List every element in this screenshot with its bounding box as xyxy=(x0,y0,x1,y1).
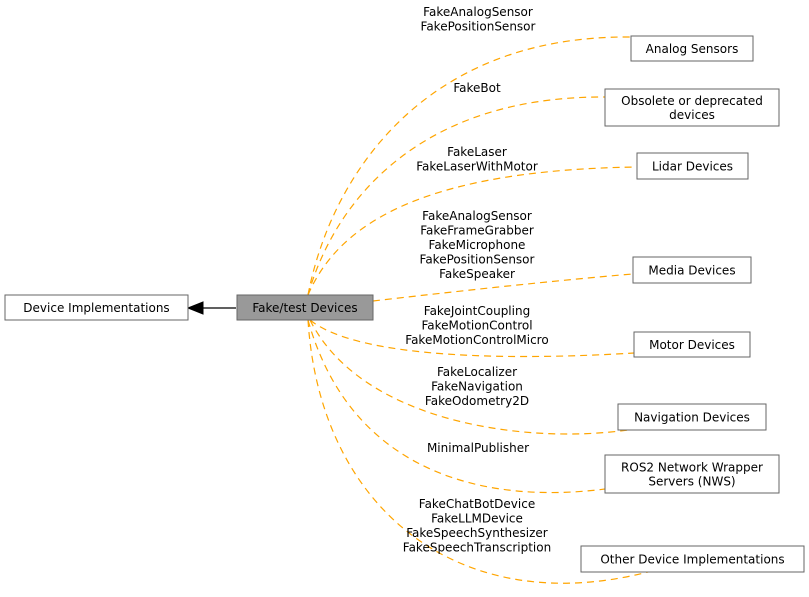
node-lidar-devices[interactable]: Lidar Devices xyxy=(636,152,749,180)
node-box[interactable] xyxy=(630,35,754,62)
edge-to-obsolete-or-deprecated-devices xyxy=(307,96,606,296)
edge-labels-layer: FakeAnalogSensorFakePositionSensorFakeBo… xyxy=(403,5,551,555)
group-edge-line xyxy=(309,319,629,435)
arrowhead-icon xyxy=(186,301,204,315)
edge-to-motor-devices xyxy=(309,319,635,358)
node-label: Lidar Devices xyxy=(652,160,733,174)
edge-to-analog-sensors xyxy=(307,36,632,296)
edge-label-motor-devices: FakeJointCouplingFakeMotionControlFakeMo… xyxy=(405,304,548,347)
member-label[interactable]: FakeAnalogSensor xyxy=(423,5,533,19)
node-motor-devices[interactable]: Motor Devices xyxy=(633,331,751,358)
node-label: ROS2 Network Wrapper xyxy=(621,461,763,475)
edge-to-navigation-devices xyxy=(309,319,629,435)
member-label[interactable]: FakeSpeechSynthesizer xyxy=(406,526,548,540)
edge-label-other-device-implementations: FakeChatBotDeviceFakeLLMDeviceFakeSpeech… xyxy=(403,497,551,555)
member-label[interactable]: FakeMotionControlMicro xyxy=(405,333,548,347)
group-edge-line xyxy=(372,273,634,302)
node-label: Fake/test Devices xyxy=(252,301,357,315)
node-navigation-devices[interactable]: Navigation Devices xyxy=(617,403,767,431)
node-analog-sensors[interactable]: Analog Sensors xyxy=(630,35,754,62)
edge-label-obsolete-or-deprecated-devices: FakeBot xyxy=(453,81,501,95)
member-label[interactable]: FakeMotionControl xyxy=(421,319,532,333)
node-box[interactable] xyxy=(636,152,749,180)
node-label: Servers (NWS) xyxy=(648,475,735,489)
node-box-current[interactable] xyxy=(236,294,374,321)
edge-current-to-parent xyxy=(186,301,236,315)
group-edge-line xyxy=(307,319,649,584)
member-label[interactable]: MinimalPublisher xyxy=(427,441,529,455)
node-label: Motor Devices xyxy=(649,338,735,352)
group-edge-line xyxy=(307,36,632,296)
node-fake-test-devices[interactable]: Fake/test Devices xyxy=(236,294,374,321)
node-label: Device Implementations xyxy=(23,301,169,315)
node-box[interactable] xyxy=(604,88,780,127)
node-label: Analog Sensors xyxy=(646,42,739,56)
node-box[interactable] xyxy=(4,294,189,321)
node-media-devices[interactable]: Media Devices xyxy=(632,256,752,284)
member-label[interactable]: FakeLaser xyxy=(447,145,507,159)
node-other-device-implementations[interactable]: Other Device Implementations xyxy=(580,545,805,573)
member-label[interactable]: FakeLLMDevice xyxy=(431,512,523,526)
member-label[interactable]: FakeBot xyxy=(453,81,501,95)
member-label[interactable]: FakeLocalizer xyxy=(437,365,517,379)
member-label[interactable]: FakePositionSensor xyxy=(420,253,535,267)
node-label: Media Devices xyxy=(648,264,735,278)
member-label[interactable]: FakeLaserWithMotor xyxy=(416,160,538,174)
node-box[interactable] xyxy=(580,545,805,573)
node-box[interactable] xyxy=(604,454,780,494)
member-label[interactable]: FakeMicrophone xyxy=(429,238,526,252)
node-label: Obsolete or deprecated xyxy=(621,94,763,108)
edges-layer xyxy=(307,36,649,584)
node-box[interactable] xyxy=(633,331,751,358)
group-edge-line xyxy=(307,319,606,494)
node-box[interactable] xyxy=(632,256,752,284)
node-label: Navigation Devices xyxy=(634,411,750,425)
member-label[interactable]: FakeFrameGrabber xyxy=(420,224,534,238)
group-edge-line xyxy=(307,166,638,296)
member-label[interactable]: FakeNavigation xyxy=(431,380,523,394)
member-label[interactable]: FakeOdometry2D xyxy=(425,394,529,408)
edge-label-navigation-devices: FakeLocalizerFakeNavigationFakeOdometry2… xyxy=(425,365,529,408)
group-edge-line xyxy=(307,96,606,296)
member-label[interactable]: FakeSpeechTranscription xyxy=(403,541,551,555)
edge-to-ros2-network-wrapper-servers-nws xyxy=(307,319,606,494)
edge-to-media-devices xyxy=(372,273,634,302)
node-box[interactable] xyxy=(617,403,767,431)
node-label: devices xyxy=(669,108,715,122)
edge-to-other-device-implementations xyxy=(307,319,649,584)
edge-label-ros2-network-wrapper-servers-nws: MinimalPublisher xyxy=(427,441,529,455)
member-label[interactable]: FakeAnalogSensor xyxy=(422,209,532,223)
member-label[interactable]: FakePositionSensor xyxy=(421,20,536,34)
edge-label-media-devices: FakeAnalogSensorFakeFrameGrabberFakeMicr… xyxy=(420,209,535,281)
node-label: Other Device Implementations xyxy=(600,553,784,567)
member-label[interactable]: FakeChatBotDevice xyxy=(419,497,535,511)
member-label[interactable]: FakeSpeaker xyxy=(439,267,515,281)
group-edge-line xyxy=(309,319,635,358)
edge-to-lidar-devices xyxy=(307,166,638,296)
member-label[interactable]: FakeJointCoupling xyxy=(424,304,530,318)
node-device-implementations[interactable]: Device Implementations xyxy=(4,294,189,321)
